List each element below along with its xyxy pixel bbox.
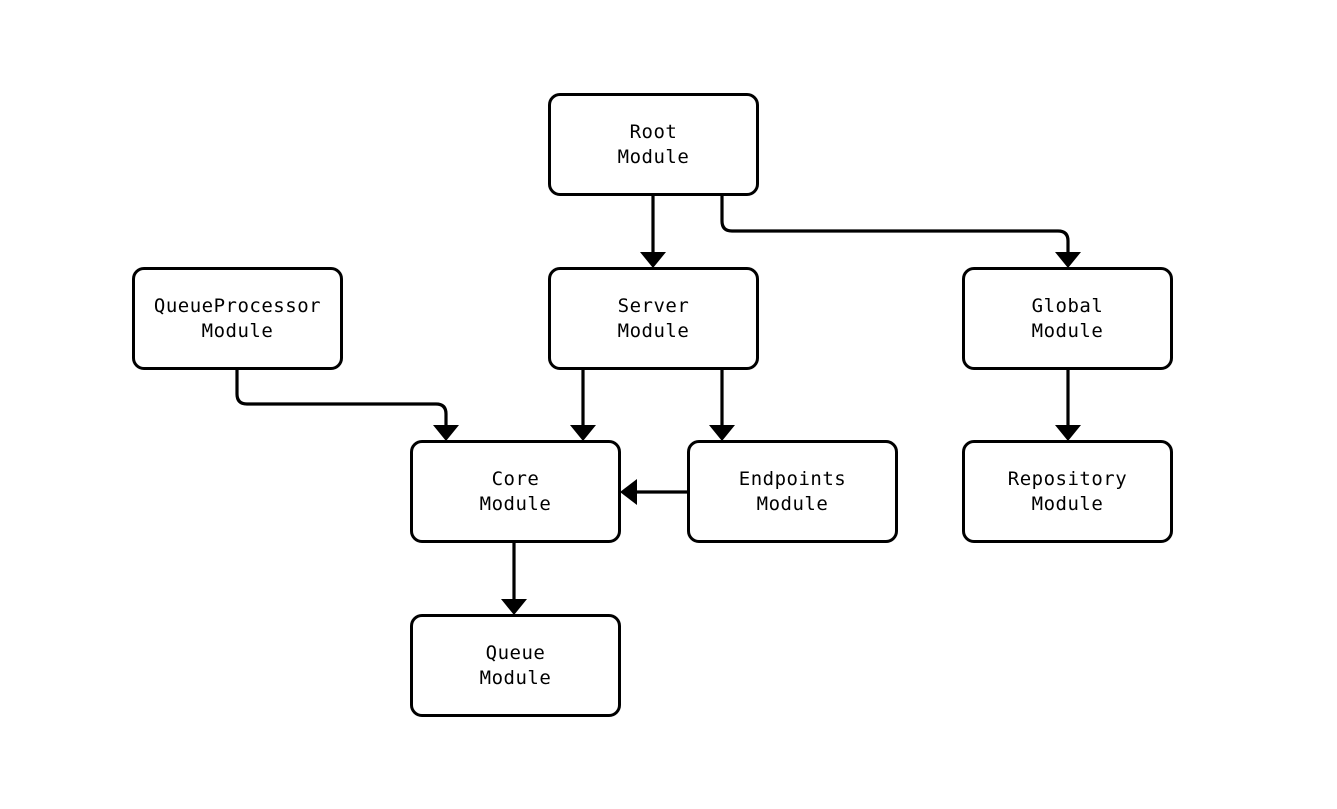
node-root-module-suffix: Module [617,145,690,168]
edge-root-to-global [720,196,1070,255]
node-core-module-suffix: Module [479,492,552,515]
node-server-module[interactable]: Server Module [548,267,759,370]
edge-queueprocessor-to-core [235,370,448,428]
node-queue-module[interactable]: Queue Module [410,614,621,717]
node-server-module-suffix: Module [617,319,690,342]
arrowhead-server-to-endpoints [709,425,735,441]
arrowhead-queueprocessor-to-core [433,425,459,441]
node-core-module-name: Core [491,467,540,490]
node-repository-module-name: Repository [1007,467,1128,490]
arrowhead-root-to-global [1055,252,1081,268]
node-queue-module-name: Queue [485,641,546,664]
node-endpoints-module-name: Endpoints [738,467,847,490]
node-root-module[interactable]: Root Module [548,93,759,196]
arrowhead-root-to-server [640,252,666,268]
node-queue-module-suffix: Module [479,666,552,689]
node-server-module-name: Server [617,294,690,317]
node-endpoints-module[interactable]: Endpoints Module [687,440,898,543]
node-core-module[interactable]: Core Module [410,440,621,543]
node-global-module[interactable]: Global Module [962,267,1173,370]
node-repository-module[interactable]: Repository Module [962,440,1173,543]
node-queueprocessor-module[interactable]: QueueProcessor Module [132,267,343,370]
node-endpoints-module-suffix: Module [756,492,829,515]
node-global-module-suffix: Module [1031,319,1104,342]
arrowhead-global-to-repository [1055,425,1081,441]
arrowhead-core-to-queue [501,599,527,615]
arrowhead-server-to-core [570,425,596,441]
node-root-module-name: Root [629,120,678,143]
node-global-module-name: Global [1031,294,1104,317]
arrowhead-endpoints-to-core [620,479,637,505]
node-repository-module-suffix: Module [1031,492,1104,515]
node-queueprocessor-module-suffix: Module [201,319,274,342]
node-queueprocessor-module-name: QueueProcessor [153,294,322,317]
